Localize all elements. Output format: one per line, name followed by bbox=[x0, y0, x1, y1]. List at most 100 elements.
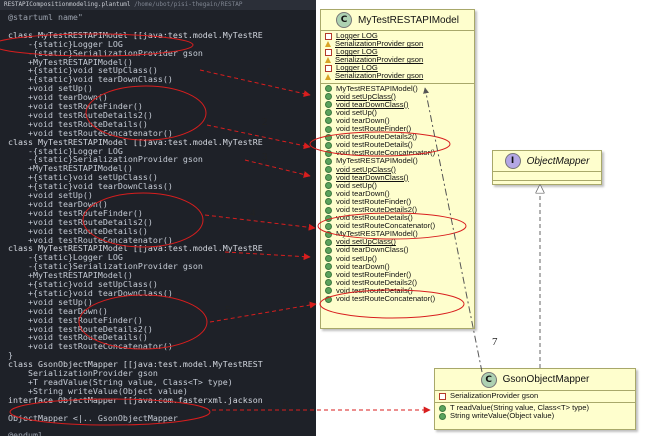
class-method-row: void setUpClass() bbox=[321, 91, 474, 101]
method-visibility-icon bbox=[325, 246, 332, 254]
class-method-row: void tearDownClass() bbox=[321, 246, 474, 254]
code-line: +void testRouteConcatenator() bbox=[8, 341, 173, 352]
code-line: class MyTestRESTAPIModel [[java:test.mod… bbox=[8, 243, 263, 254]
code-line: +{static}void setUpClass() bbox=[8, 65, 158, 76]
model-class-methods: MyTestRESTAPIModel()void setUpClass()voi… bbox=[321, 84, 474, 306]
gson-class-box[interactable]: C GsonObjectMapper SerializationProvider… bbox=[434, 368, 636, 430]
code-line: +String writeValue(Object value) bbox=[8, 385, 188, 396]
field-text: SerializationProvider gson bbox=[335, 39, 424, 49]
method-text: void testRouteConcatenator() bbox=[336, 294, 436, 303]
method-visibility-icon bbox=[325, 230, 332, 238]
method-visibility-icon bbox=[325, 222, 332, 230]
class-method-row: void tearDownClass() bbox=[321, 100, 474, 109]
code-line: +MyTestRESTAPIModel() bbox=[8, 163, 133, 174]
field-visibility-icon bbox=[325, 64, 332, 72]
method-text: MyTestRESTAPIModel() bbox=[336, 83, 418, 93]
method-text: void setUp() bbox=[336, 180, 377, 190]
code-line: class GsonObjectMapper [[java:test.model… bbox=[8, 359, 263, 370]
method-text: void testRouteFinder() bbox=[336, 269, 412, 279]
class-method-row: void testRouteFinder() bbox=[321, 269, 474, 279]
class-field-row: Logger LOG bbox=[321, 48, 474, 56]
class-method-row: String writeValue(Object value) bbox=[435, 412, 635, 420]
class-method-row: void testRouteDetails2() bbox=[321, 278, 474, 287]
method-visibility-icon bbox=[439, 404, 446, 412]
code-line: +{static}void tearDownClass() bbox=[8, 287, 173, 298]
class-method-row: void testRouteFinder() bbox=[321, 196, 474, 206]
field-visibility-icon bbox=[325, 73, 331, 80]
method-visibility-icon bbox=[325, 85, 332, 93]
method-text: void setUp() bbox=[336, 107, 377, 117]
field-visibility-icon bbox=[325, 57, 331, 64]
code-line: -{static}SerializationProvider gson bbox=[8, 261, 203, 272]
method-visibility-icon bbox=[325, 263, 332, 271]
code-line: SerializationProvider gson bbox=[8, 368, 158, 378]
method-visibility-icon bbox=[325, 109, 332, 117]
class-field-row: SerializationProvider gson bbox=[321, 72, 474, 80]
class-method-row: void setUp() bbox=[321, 180, 474, 190]
method-text: void setUp() bbox=[336, 253, 377, 263]
method-visibility-icon bbox=[439, 412, 446, 420]
code-editor[interactable]: RESTAPICompositionmodeling.plantuml /hom… bbox=[0, 0, 316, 436]
method-visibility-icon bbox=[325, 190, 332, 198]
field-text: SerializationProvider gson bbox=[450, 391, 539, 400]
method-text: void tearDownClass() bbox=[336, 172, 409, 182]
field-visibility-icon bbox=[325, 41, 331, 48]
interface-name: ObjectMapper bbox=[526, 155, 590, 167]
class-method-row: void testRouteConcatenator() bbox=[321, 294, 474, 303]
method-text: void setUpClass() bbox=[336, 91, 396, 101]
editor-titlebar: RESTAPICompositionmodeling.plantuml /hom… bbox=[0, 0, 316, 10]
code-line: -{static}Logger LOG bbox=[8, 145, 123, 156]
method-visibility-icon bbox=[325, 166, 332, 174]
method-visibility-icon bbox=[325, 157, 332, 165]
code-line: ObjectMapper <|.. GsonObjectMapper bbox=[8, 412, 178, 423]
field-text: SerializationProvider gson bbox=[335, 71, 424, 81]
interface-box[interactable]: I ObjectMapper bbox=[492, 150, 602, 185]
method-visibility-icon bbox=[325, 182, 332, 190]
code-line: +MyTestRESTAPIModel() bbox=[8, 56, 133, 67]
field-text: Logger LOG bbox=[336, 63, 378, 73]
class-method-row: MyTestRESTAPIModel() bbox=[321, 157, 474, 165]
method-visibility-icon bbox=[325, 214, 332, 222]
method-text: void testRouteFinder() bbox=[336, 196, 412, 206]
method-visibility-icon bbox=[325, 287, 332, 295]
method-visibility-icon bbox=[325, 133, 332, 141]
code-line: +void setUp() bbox=[8, 296, 93, 307]
method-text: void testRouteDetails2() bbox=[336, 204, 418, 214]
method-text: void setUpClass() bbox=[336, 164, 396, 174]
method-visibility-icon bbox=[325, 141, 332, 149]
method-visibility-icon bbox=[325, 149, 332, 157]
code-line: class MyTestRESTAPIModel [[java:test.mod… bbox=[8, 136, 263, 147]
code-line: interface ObjectMapper [[java:com.faster… bbox=[8, 394, 263, 405]
code-line: +void tearDown() bbox=[8, 92, 108, 103]
method-visibility-icon bbox=[325, 93, 332, 101]
model-class-name: MyTestRESTAPIModel bbox=[358, 14, 459, 26]
field-text: Logger LOG bbox=[336, 47, 378, 57]
class-field-row: Logger LOG bbox=[321, 31, 474, 40]
method-visibility-icon bbox=[325, 271, 332, 279]
method-text: void tearDown() bbox=[336, 261, 390, 271]
method-text: void tearDown() bbox=[336, 115, 390, 125]
interface-fields bbox=[493, 172, 601, 181]
editor-file-path: /home/ubot/pisi-thegain/RESTAP bbox=[134, 1, 243, 8]
gson-class-fields: SerializationProvider gson bbox=[435, 391, 635, 404]
method-visibility-icon bbox=[325, 174, 332, 182]
method-text: void setUpClass() bbox=[336, 237, 396, 247]
field-text: Logger LOG bbox=[336, 31, 378, 40]
code-line: +{static}void tearDownClass() bbox=[8, 181, 173, 192]
method-text: T readValue(String value, Class<T> type) bbox=[450, 403, 590, 413]
class-field-row: Logger LOG bbox=[321, 64, 474, 72]
gson-stereotype-icon: C bbox=[480, 371, 497, 388]
code-line: -{static}SerializationProvider gson bbox=[8, 154, 203, 165]
code-line: +void setUp() bbox=[8, 83, 93, 94]
gson-class-name: GsonObjectMapper bbox=[502, 374, 590, 385]
class-method-row: void tearDownClass() bbox=[321, 172, 474, 182]
code-line: -{static}Logger LOG bbox=[8, 252, 123, 263]
interface-header: I ObjectMapper bbox=[493, 151, 601, 172]
class-method-row: void tearDown() bbox=[321, 115, 474, 125]
code-line: +{static}void setUpClass() bbox=[8, 279, 158, 289]
interface-methods bbox=[493, 181, 601, 188]
class-field-row: SerializationProvider gson bbox=[321, 39, 474, 49]
